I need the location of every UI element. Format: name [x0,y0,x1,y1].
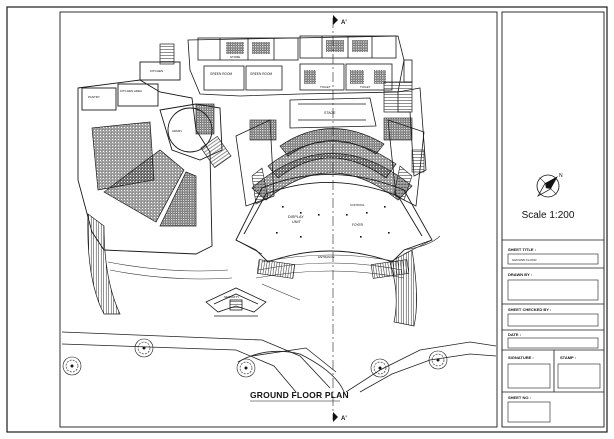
section-marker-top: A' [341,20,347,26]
top-service-block [187,35,405,97]
tb-drawn-by-label: DRAWN BY : [508,272,532,277]
room-label-green-room-2: GREEN ROOM [250,72,272,76]
room-label-admin: ADMIN [172,129,182,133]
drawing-scale: Scale 1:200 [522,210,575,221]
top-block-fixtures [226,40,386,84]
room-label-control: CONTROL [350,203,365,207]
tb-stamp-label: STAMP : [560,355,576,360]
sheet-border [6,6,608,433]
room-label-display-unit: UNIT [292,220,302,224]
room-label-toilet-2: TOILET [360,85,371,89]
stage [289,97,377,129]
security-kiosk [205,287,267,317]
room-label-security: SECURITY [224,295,239,299]
lobby-fixture-1 [195,103,215,135]
left-landscape-curve [107,261,233,280]
title-block-frame [501,11,605,428]
room-label-entrance: ENTRANCE [318,255,335,259]
site-trees [62,338,448,378]
left-hall-seating-c [159,171,197,227]
north-letter: N [559,173,563,179]
site-road [61,331,497,393]
tb-sheet-title-label: SHEET TITLE : [508,247,536,252]
right-landscape-curve [261,235,441,301]
title-block-rules [502,239,604,393]
display-foyer [235,174,433,263]
stair-top-left [159,43,175,65]
north-arrow-icon: N [536,173,563,198]
entrance-steps-left [256,259,296,279]
room-label-display: DISPLAY [288,215,304,219]
tb-signature-label: SIGNATURE : [508,355,534,360]
drawing-title: GROUND FLOOR PLAN [250,390,349,400]
right-wing [397,59,427,177]
room-label-stage: STAGE [324,111,336,115]
right-ramp [389,249,417,327]
section-line [332,15,338,422]
left-hall-seating-b [103,149,185,223]
lobby-stair [200,136,232,168]
drawing-frame [59,11,498,428]
tb-sheet-no-label: SHEET NO : [508,395,531,400]
main-auditorium [235,117,425,207]
section-marker-bottom: A' [341,416,347,422]
room-label-foyer: FOYER [352,223,364,227]
room-label-kitchen: KITCHEN [150,69,163,73]
title-block-fields [507,253,601,423]
right-wing-stair [411,149,425,173]
tb-sheet-title-value: GROUND FLOOR [512,258,537,262]
tb-sheet-checked-label: SHEET CHECKED BY : [508,307,551,312]
room-label-pantry: PANTRY [88,95,100,99]
tb-date-label: DATE : [508,332,521,337]
room-label-store: STORE [230,55,240,59]
room-label-kitchen-area: KITCHEN AREA [120,89,142,93]
left-ramp [87,213,121,315]
foyer-columns [276,206,390,238]
room-label-green-room-1: GREEN ROOM [210,72,232,76]
room-label-toilet-1: TOILET [320,85,331,89]
